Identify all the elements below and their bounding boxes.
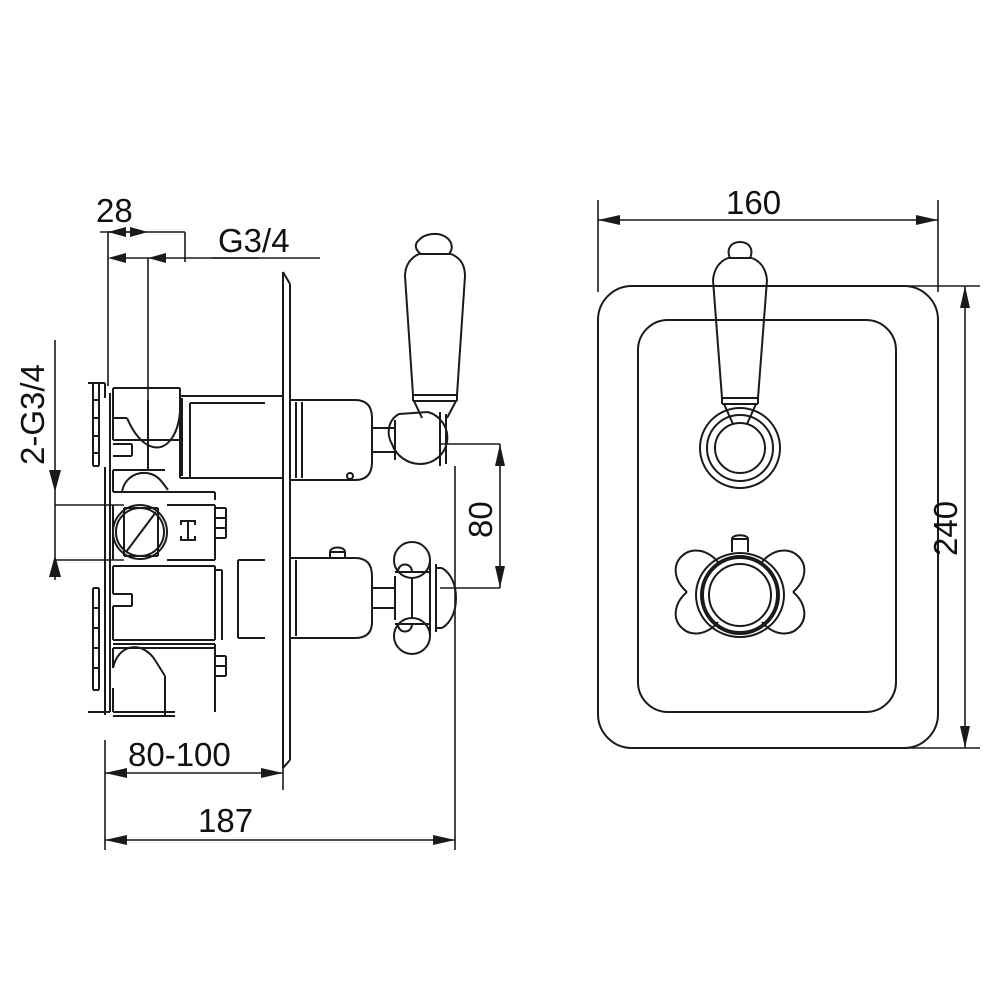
dim-187	[104, 466, 456, 850]
dimension-lines	[49, 200, 980, 850]
side-section-view	[88, 232, 466, 769]
valve-cylinder-lower	[112, 546, 396, 717]
dim-80	[440, 443, 505, 589]
dim-label-187: 187	[198, 802, 253, 839]
dim-label-80: 80	[462, 501, 499, 538]
mounting-flange	[88, 382, 111, 715]
dim-label-160: 160	[726, 184, 781, 221]
dim-label-240: 240	[927, 501, 964, 556]
lever-handle-side	[404, 232, 466, 419]
dim-240	[880, 285, 980, 749]
dim-28	[100, 227, 258, 470]
face-plate-inner	[637, 319, 897, 713]
dim-label-28: 28	[96, 192, 133, 229]
valve-body-upper	[179, 395, 283, 479]
valve-cylinder-upper	[189, 399, 373, 481]
face-plate-outer	[597, 285, 939, 749]
callout-inlet-threads: 2-G3/4	[14, 364, 51, 465]
dim-80-100	[104, 732, 284, 790]
dim-160	[597, 200, 939, 292]
lever-stem-upper	[372, 411, 449, 466]
face-plate-edge	[282, 271, 291, 769]
dim-label-80-100: 80-100	[128, 736, 231, 773]
valve-body-center	[112, 565, 223, 641]
inlet-boss-upper	[112, 387, 181, 470]
inlet-port-center	[112, 469, 227, 561]
cross-handle-side	[393, 541, 458, 655]
front-elevation-view	[597, 240, 939, 749]
lever-handle-front	[699, 240, 781, 489]
leader-2g34	[49, 340, 124, 580]
cross-handle-front	[674, 534, 806, 638]
callout-outlet-thread: G3/4	[218, 222, 290, 259]
